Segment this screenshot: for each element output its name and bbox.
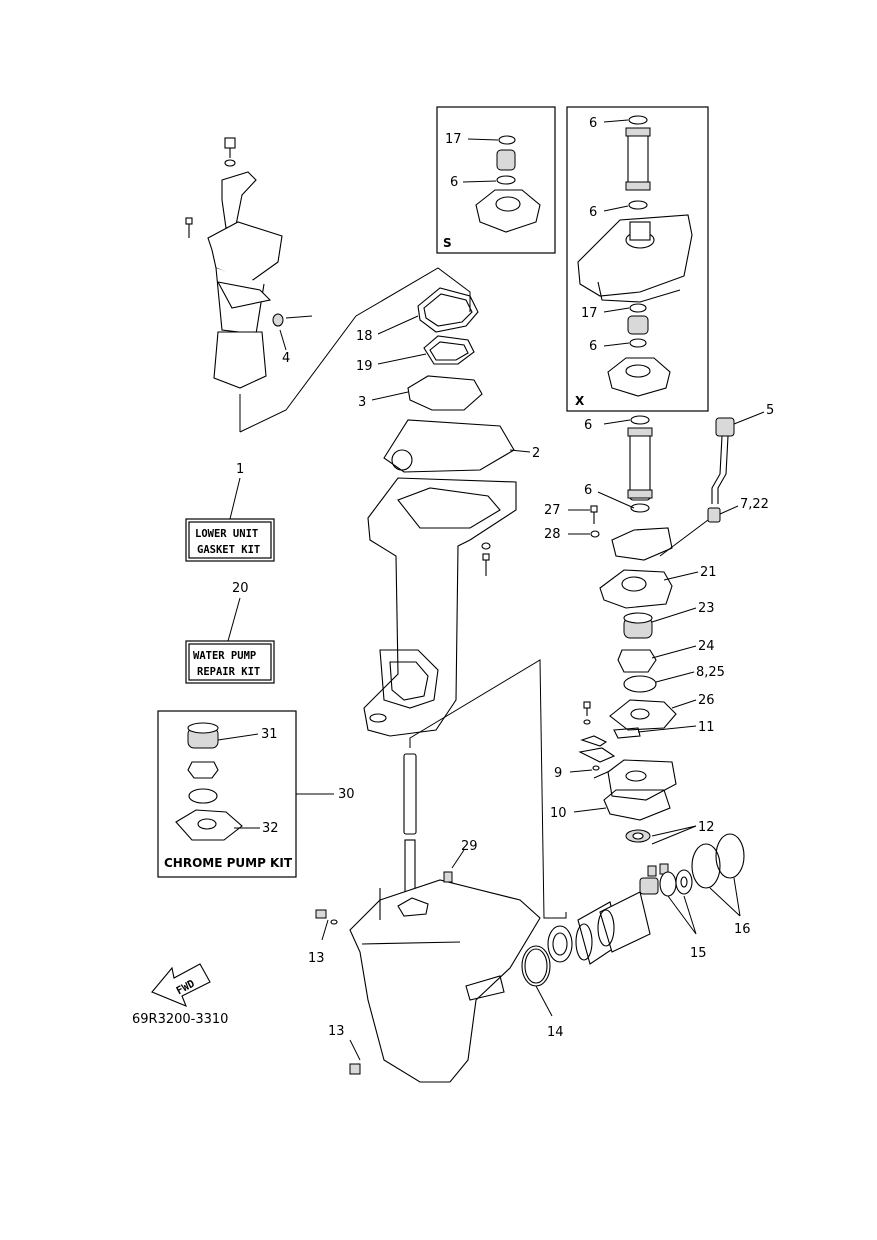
callout-16: 16 [734,922,751,937]
callout-6: 6 [589,339,597,354]
callout-5: 5 [766,403,774,418]
kit-label-line2: GASKET KIT [197,544,260,556]
callout-12: 12 [698,820,715,835]
callout-24: 24 [698,639,715,654]
callout-6: 6 [450,175,458,190]
callout-31: 31 [261,727,278,742]
callout-17: 17 [581,306,598,321]
inset-s: 17 6 S [436,106,556,254]
callout-28: 28 [544,527,561,542]
callout-6: 6 [589,116,597,131]
water-pump-repair-kit: WATER PUMP REPAIR KIT 20 [185,581,275,684]
callout-21: 21 [700,565,717,580]
callout-8-25: 8,25 [696,665,725,680]
callout-6: 6 [584,483,592,498]
callout-10: 10 [550,806,567,821]
fwd-arrow: FWD [151,963,211,1008]
diagram-code: 69R3200-3310 [132,1012,228,1027]
inset-s-label: S [443,236,452,250]
callout-4: 4 [282,351,290,366]
callout-7-22: 7,22 [740,497,769,512]
callout-23: 23 [698,601,715,616]
kit-label-line1: WATER PUMP [193,650,256,662]
water-pump-assembly: 5 6 6 7,22 27 28 21 23 24 8,25 [544,403,774,845]
callout-11: 11 [698,720,715,735]
inset-x: 6 6 17 6 X [566,106,709,412]
kit-label-line2: REPAIR KIT [197,666,260,678]
callout-27: 27 [544,503,561,518]
callout-6: 6 [584,418,592,433]
propeller-shaft-housing: 14 15 16 [521,833,751,1040]
callout-26: 26 [698,693,715,708]
callout-9: 9 [554,766,562,781]
callout-14: 14 [547,1025,564,1040]
kit-label-line1: LOWER UNIT [195,528,258,540]
callout-18: 18 [356,329,373,344]
callout-20: 20 [232,581,249,596]
callout-1: 1 [236,462,244,477]
callout-13: 13 [328,1024,345,1039]
lower-unit-gasket-kit: LOWER UNIT GASKET KIT 1 [185,462,275,562]
callout-17: 17 [445,132,462,147]
callout-3: 3 [358,395,366,410]
callout-6: 6 [589,205,597,220]
lower-casing: 29 13 13 [308,659,567,1083]
chrome-pump-kit-title: CHROME PUMP KIT [164,856,293,870]
upper-exhaust-assembly: 4 [185,137,313,389]
callout-2: 2 [532,446,540,461]
callout-13: 13 [308,951,325,966]
callout-30: 30 [338,787,355,802]
inset-x-label: X [575,394,585,408]
gasket-stack: 18 19 3 2 [356,287,540,473]
callout-29: 29 [461,839,478,854]
callout-15: 15 [690,946,707,961]
upper-casing [363,477,517,737]
callout-32: 32 [262,821,279,836]
chrome-pump-kit: 31 32 30 CHROME PUMP KIT [157,710,355,878]
callout-19: 19 [356,359,373,374]
